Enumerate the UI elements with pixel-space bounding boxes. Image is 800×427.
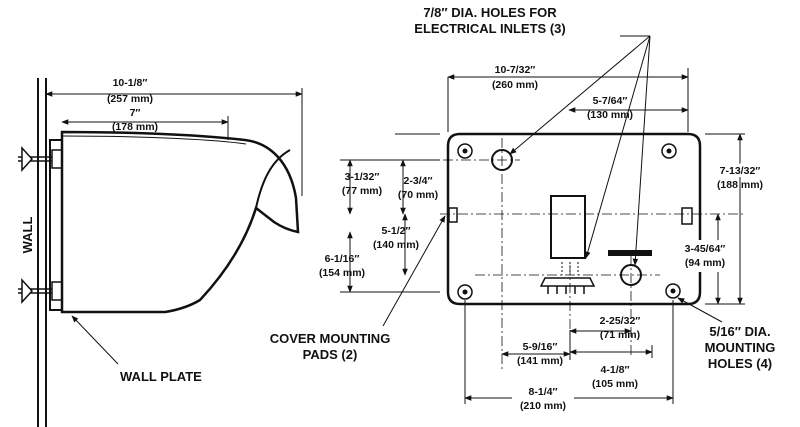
dim-overall-imperial: 10-1/8″: [113, 77, 148, 89]
dim-bottom-c-metric: (105 mm): [592, 378, 638, 390]
dim-bottom-a-imperial: 2-25/32″: [600, 315, 641, 327]
wall-label: WALL: [20, 217, 35, 254]
dim-bottom-b-imperial: 5-9/16″: [523, 341, 558, 353]
svg-text:7-13/32″: 7-13/32″: [720, 165, 761, 177]
inlets-label-line1: 7/8″ DIA. HOLES FOR: [423, 5, 557, 20]
dim-right-lower-imperial: 3-45/64″: [685, 243, 726, 255]
dim-bottom-d-metric: (210 mm): [520, 400, 566, 412]
mount-holes-label-line2: MOUNTING: [705, 340, 776, 355]
dim-left-d-imperial: 6-1/16″: [325, 253, 360, 265]
dim-overall-metric: (257 mm): [107, 93, 153, 105]
dim-right-lower-metric: (94 mm): [685, 257, 725, 269]
dim-depth-metric: (178 mm): [112, 121, 158, 133]
dim-inlet-offset-metric: (130 mm): [587, 109, 633, 121]
dryer-body: [60, 130, 300, 314]
dim-inlet-offset-imperial: 5-7/64″: [593, 95, 628, 107]
dim-bottom-c-imperial: 4-1/8″: [601, 364, 630, 376]
mounting-holes: [457, 143, 681, 300]
dim-left-c-imperial: 5-1/2″: [382, 225, 411, 237]
dim-left-b-imperial: 2-3/4″: [404, 175, 433, 187]
wall: [37, 78, 47, 427]
dim-left-b-metric: (70 mm): [398, 189, 438, 201]
front-view: 10-7/32″ (260 mm) 5-7/64″ (130 mm) 7-13/…: [270, 5, 776, 415]
dim-height-right-metric: (188 mm): [717, 179, 763, 191]
wall-plate-label: WALL PLATE: [120, 369, 202, 384]
dim-height-right-imperial: 7-13/32″: [720, 165, 761, 177]
dim-left-a-imperial: 3-1/32″: [345, 171, 380, 183]
dim-width-top-metric: (260 mm): [492, 79, 538, 91]
side-view: WALL 10-1/8″ (257 mm) 7″ (: [18, 77, 303, 427]
dim-bottom-d-imperial: 8-1/4″: [529, 386, 558, 398]
mount-holes-label-line3: HOLES (4): [708, 356, 772, 371]
dim-bottom-b-metric: (141 mm): [517, 355, 563, 367]
dim-bottom-a-metric: (71 mm): [600, 329, 640, 341]
dim-depth-imperial: 7″: [130, 107, 141, 119]
anchor-bolts: [18, 146, 64, 304]
dim-left-c-metric: (140 mm): [373, 239, 419, 251]
cover-mounting-pads: [448, 207, 693, 225]
dim-width-top-imperial: 10-7/32″: [495, 64, 536, 76]
inlets-label-line2: ELECTRICAL INLETS (3): [414, 21, 565, 36]
terminal-block: [539, 195, 652, 294]
dim-left-d-metric: (154 mm): [319, 267, 365, 279]
dim-left-a-metric: (77 mm): [342, 185, 382, 197]
cover-pads-label-line2: PADS (2): [303, 347, 358, 362]
centerlines: [425, 138, 745, 372]
cover-pads-label-line1: COVER MOUNTING: [270, 331, 391, 346]
mount-holes-label-line1: 5/16″ DIA.: [709, 324, 770, 339]
